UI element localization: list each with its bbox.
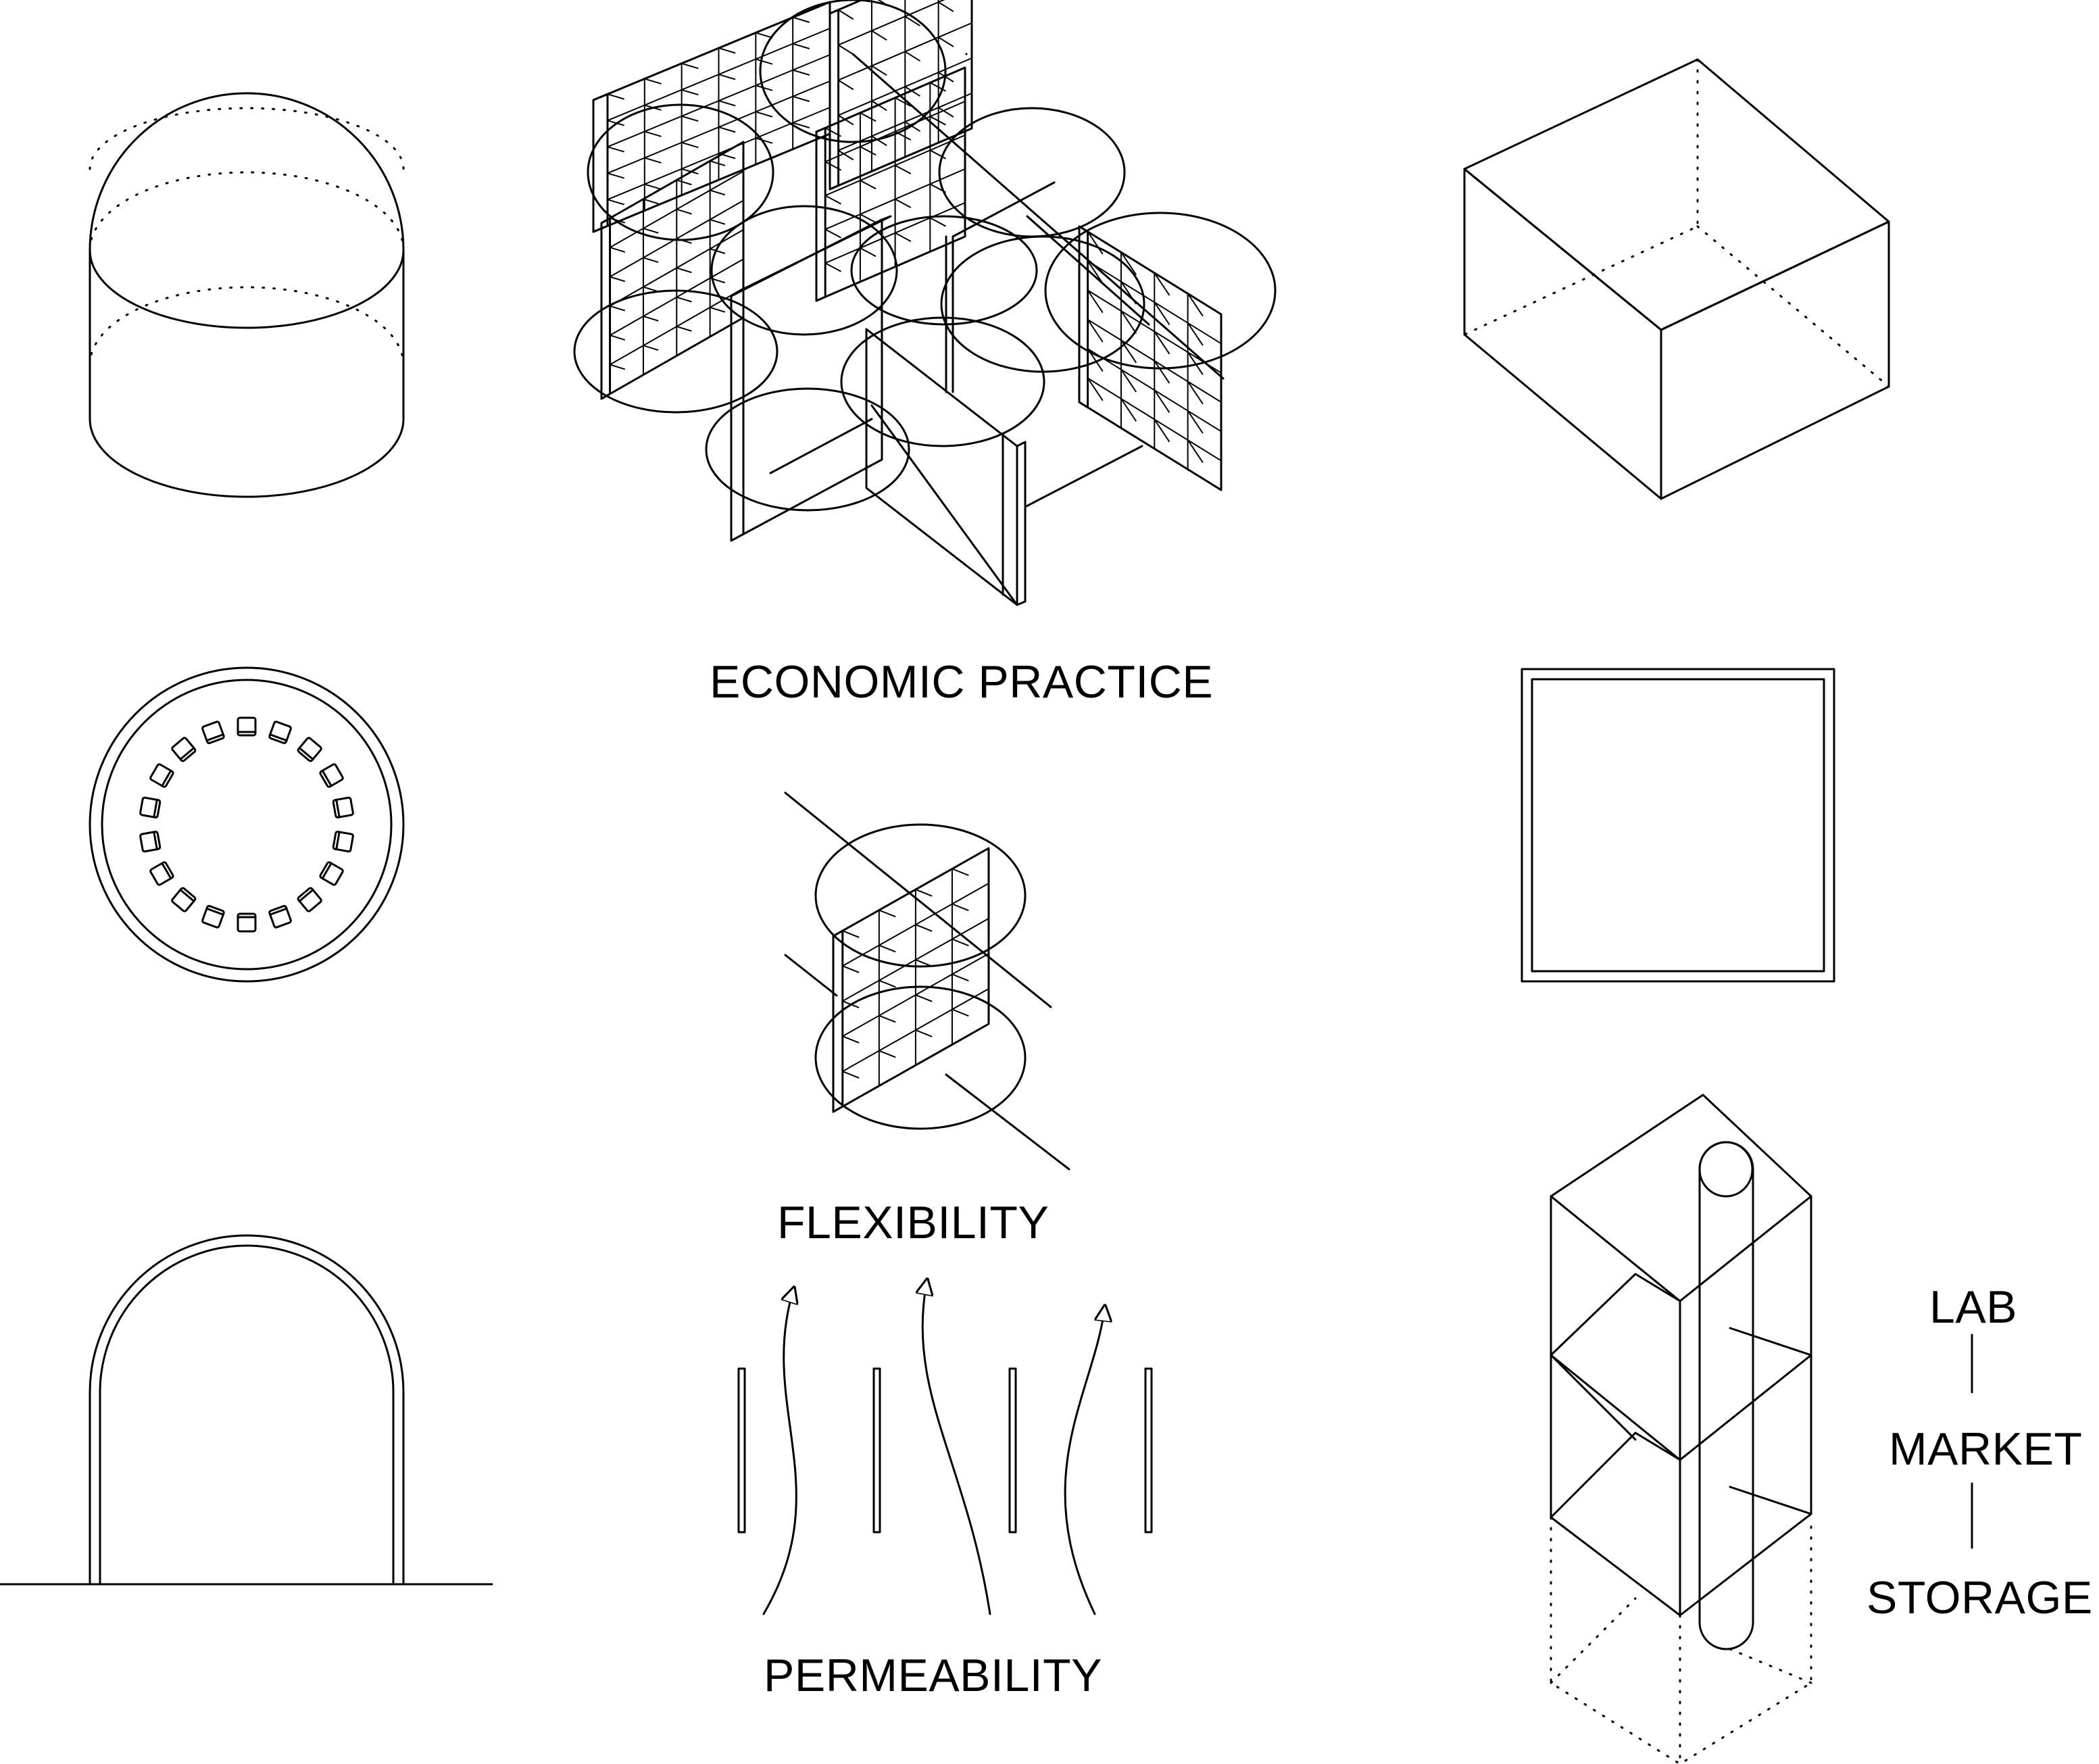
flow-arrow xyxy=(1065,1306,1105,1614)
flexibility-axonometric xyxy=(785,793,1069,1169)
permeability-diagram xyxy=(739,1279,1152,1614)
seat-icon xyxy=(269,721,291,743)
economic-practice-axonometric xyxy=(574,0,1275,605)
permeability-wall xyxy=(1145,1369,1152,1532)
permeability-wall xyxy=(874,1369,880,1532)
label-economic-practice: ECONOMIC PRACTICE xyxy=(710,659,1213,705)
seat-icon xyxy=(171,887,196,912)
square-plan xyxy=(1522,669,1834,981)
box-axonometric xyxy=(1464,59,1889,499)
stacked-tower-axonometric xyxy=(1551,1095,1811,1764)
seat-icon xyxy=(297,737,322,762)
label-permeability: PERMEABILITY xyxy=(764,1652,1102,1698)
circular-plan-with-seating-ring xyxy=(90,668,403,981)
seat-icon xyxy=(238,718,255,735)
flow-arrow xyxy=(922,1279,990,1614)
flow-arrow xyxy=(764,1288,796,1614)
dome-cylinder-axonometric xyxy=(90,93,403,497)
label-market: MARKET xyxy=(1889,1426,2082,1472)
seat-icon xyxy=(202,906,224,928)
seat-icon xyxy=(269,906,291,928)
seat-icon xyxy=(171,737,196,762)
seat-icon xyxy=(238,914,255,931)
seat-icon xyxy=(202,721,224,743)
permeability-wall xyxy=(739,1369,745,1532)
seat-icon xyxy=(333,798,353,818)
permeability-wall xyxy=(1010,1369,1016,1532)
seat-icon xyxy=(150,764,174,788)
seat-icon xyxy=(320,862,344,886)
seat-icon xyxy=(140,831,160,852)
label-lab: LAB xyxy=(1929,1284,2017,1330)
seat-icon xyxy=(333,831,353,852)
seat-icon xyxy=(150,862,174,886)
seat-icon xyxy=(297,887,322,912)
shelving-panel xyxy=(833,848,989,1112)
label-storage: STORAGE xyxy=(1867,1575,2093,1621)
seat-icon xyxy=(320,764,344,788)
shelving-panel xyxy=(601,142,743,399)
label-flexibility: FLEXIBILITY xyxy=(777,1200,1049,1246)
seat-icon xyxy=(140,798,160,818)
arch-section xyxy=(0,1235,492,1584)
